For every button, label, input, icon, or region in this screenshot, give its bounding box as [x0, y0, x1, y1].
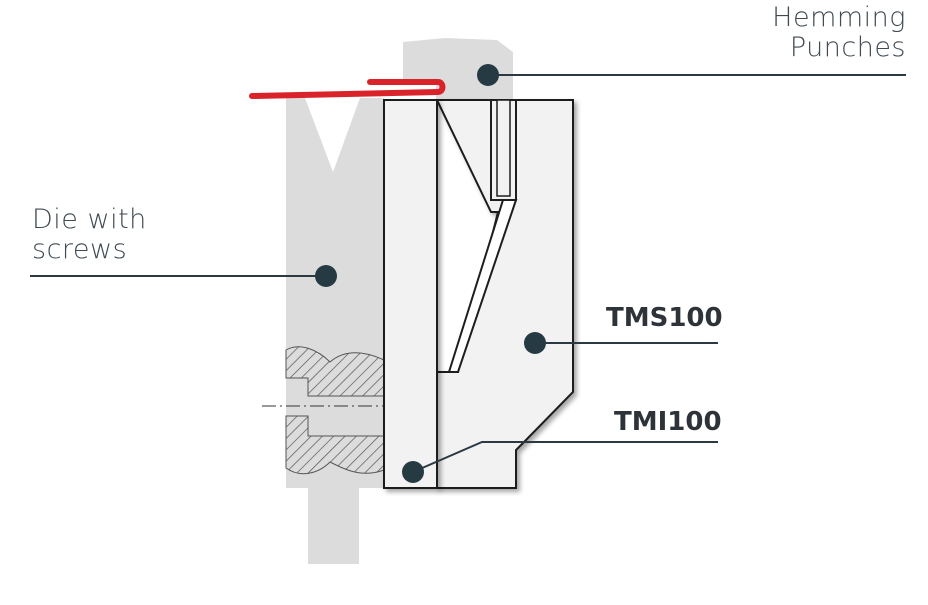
- label-die-line2: screws: [32, 233, 128, 265]
- tms100-wedge-gap: [447, 199, 518, 373]
- tmi100-body-shape: [383, 99, 438, 489]
- label-tms100: TMS100: [606, 303, 723, 333]
- callout-dot-hemming: [477, 64, 499, 86]
- callout-dot-tmi100: [402, 461, 424, 483]
- callout-dot-tms100: [524, 332, 546, 354]
- label-hemming-punches: Hemming Punches: [772, 3, 906, 62]
- sheet-metal-hem: [249, 79, 446, 99]
- callout-line-tmi100: [412, 441, 718, 473]
- label-die-line1: Die with: [32, 204, 147, 235]
- callout-dot-die: [315, 265, 337, 287]
- label-die-with-screws: Die with screws: [32, 205, 147, 264]
- die-stem-shape: [308, 488, 359, 564]
- label-tmi100: TMI100: [614, 407, 722, 437]
- label-hemming-line2: Punches: [789, 31, 906, 63]
- label-hemming-line1: Hemming: [772, 2, 906, 33]
- tms100-slot-inner: [496, 99, 511, 197]
